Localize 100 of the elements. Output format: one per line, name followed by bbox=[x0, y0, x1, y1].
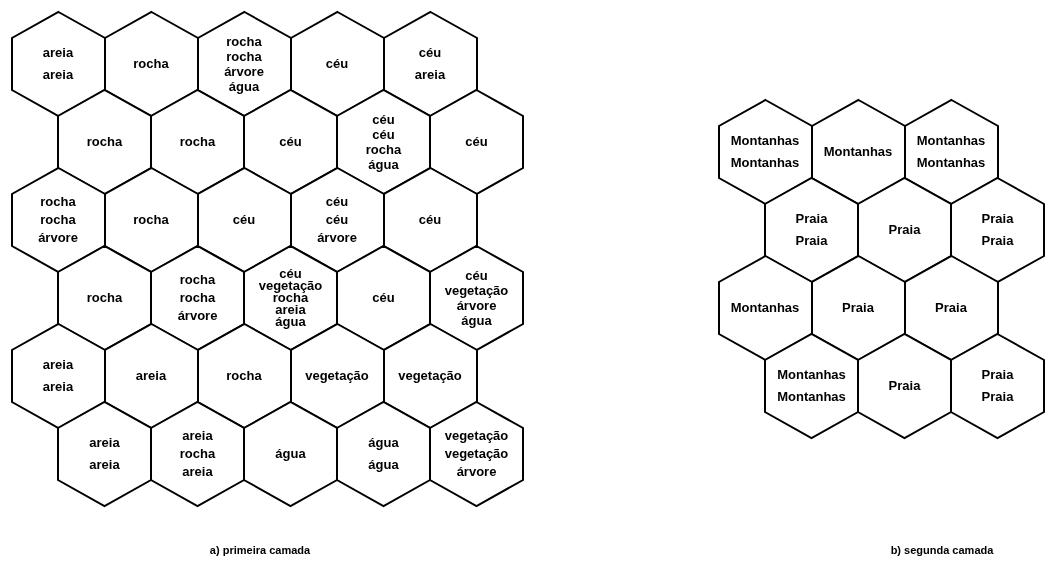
cell-text: rocha bbox=[179, 445, 216, 463]
caption-text: b) segunda camada bbox=[890, 544, 994, 556]
cell-text: Praia bbox=[795, 232, 828, 250]
cell-text: água bbox=[368, 456, 399, 474]
hexagon-cell bbox=[151, 402, 244, 506]
cell-text: Montanhas bbox=[730, 154, 800, 172]
cell-text: água bbox=[461, 313, 492, 328]
cell-text: areia bbox=[42, 356, 74, 374]
hexagon-cell bbox=[904, 256, 998, 360]
cell-text: vegetação bbox=[444, 427, 509, 445]
cell-text: céu bbox=[418, 211, 442, 229]
cell-text: areia bbox=[414, 66, 446, 84]
cell-text: areia bbox=[182, 463, 213, 481]
hexagon-cell bbox=[11, 12, 105, 116]
cell-text: rocha bbox=[226, 49, 262, 64]
cell-text: vegetação bbox=[444, 445, 509, 463]
hexagon-cell bbox=[858, 178, 951, 282]
cell-text: céu bbox=[232, 211, 256, 229]
hexagon-cell bbox=[951, 178, 1044, 282]
cell-text: Praia bbox=[981, 366, 1014, 384]
cell-text: água bbox=[228, 79, 260, 94]
cell-text: rocha bbox=[272, 292, 309, 304]
cell-text: céu bbox=[325, 211, 349, 229]
hexagon-cell bbox=[104, 168, 198, 272]
cell-text: árvore bbox=[456, 463, 497, 481]
cell-text: rocha bbox=[40, 193, 76, 211]
cell-text: céu bbox=[279, 268, 302, 280]
cell-text: rocha bbox=[365, 142, 402, 157]
cell-text: Montanhas bbox=[777, 366, 846, 384]
cell-text: Praia bbox=[888, 221, 921, 239]
hexagon-cell bbox=[430, 90, 523, 194]
cell-text: água bbox=[275, 316, 306, 328]
cell-text: céu bbox=[465, 133, 488, 151]
cell-text: rocha bbox=[179, 289, 216, 307]
cell-text: Montanhas bbox=[777, 388, 846, 406]
cell-text: areia bbox=[275, 304, 306, 316]
cell-text: céu bbox=[325, 193, 349, 211]
hexagon-cell bbox=[290, 12, 384, 116]
cell-text: rocha bbox=[226, 34, 262, 49]
cell-text: água bbox=[368, 434, 399, 452]
hexagon-cell bbox=[337, 402, 430, 506]
hexagon-cell bbox=[811, 256, 905, 360]
cell-text: céu bbox=[325, 55, 349, 73]
cell-text: vegetação bbox=[305, 367, 369, 385]
cell-text: rocha bbox=[179, 133, 216, 151]
hexagon-cell bbox=[11, 324, 105, 428]
cell-text: céu bbox=[372, 127, 395, 142]
cell-text: Montanhas bbox=[823, 143, 893, 161]
caption-text: a) primeira camada bbox=[209, 544, 311, 556]
cell-text: árvore bbox=[177, 307, 218, 325]
cell-text: vegetação bbox=[398, 367, 462, 385]
hexagon-cell bbox=[104, 12, 198, 116]
cell-text: céu bbox=[279, 133, 302, 151]
cell-text: vegetação bbox=[444, 283, 509, 298]
cell-text: rocha bbox=[179, 271, 216, 289]
hexagon-cell bbox=[765, 178, 858, 282]
cell-text: Montanhas bbox=[916, 132, 986, 150]
cell-text: Praia bbox=[981, 210, 1014, 228]
cell-text: Montanhas bbox=[730, 132, 800, 150]
hexagon-cell bbox=[58, 90, 151, 194]
hexagon-cell bbox=[58, 246, 151, 350]
cell-text: Praia bbox=[981, 388, 1014, 406]
cell-text: árvore bbox=[224, 64, 264, 79]
cell-text: areia bbox=[89, 456, 120, 474]
hexagon-cell bbox=[337, 246, 430, 350]
cell-text: areia bbox=[182, 427, 213, 445]
cell-text: rocha bbox=[40, 211, 76, 229]
hexagon-cell bbox=[858, 334, 951, 438]
cell-text: areia bbox=[42, 378, 74, 396]
hexagon-cell bbox=[383, 12, 477, 116]
cell-text: areia bbox=[42, 66, 74, 84]
hexagon-cell bbox=[104, 324, 198, 428]
cell-text: árvore bbox=[38, 229, 78, 247]
cell-text: árvore bbox=[456, 298, 497, 313]
hexagon-cell bbox=[244, 402, 337, 506]
cell-text: Praia bbox=[795, 210, 828, 228]
hexagon-cell bbox=[765, 334, 858, 438]
cell-text: Praia bbox=[935, 299, 967, 317]
cell-text: céu bbox=[418, 44, 442, 62]
cell-text: rocha bbox=[133, 55, 169, 73]
cell-text: rocha bbox=[133, 211, 169, 229]
cell-text: Praia bbox=[842, 299, 874, 317]
cell-text: rocha bbox=[86, 133, 123, 151]
cell-text: areia bbox=[42, 44, 74, 62]
cell-text: Praia bbox=[981, 232, 1014, 250]
cell-text: rocha bbox=[226, 367, 262, 385]
cell-text: vegetação bbox=[258, 280, 323, 292]
cell-text: Montanhas bbox=[916, 154, 986, 172]
cell-text: areia bbox=[135, 367, 167, 385]
cell-text: Montanhas bbox=[730, 299, 800, 317]
cell-text: rocha bbox=[86, 289, 123, 307]
cell-text: árvore bbox=[317, 229, 357, 247]
cell-text: areia bbox=[89, 434, 120, 452]
hexagon-cell bbox=[811, 100, 905, 204]
cell-text: céu bbox=[465, 268, 488, 283]
hexagon-cell bbox=[430, 402, 523, 506]
cell-text: céu bbox=[372, 289, 395, 307]
hexagon-cell bbox=[951, 334, 1044, 438]
cell-text: céu bbox=[372, 112, 395, 127]
cell-text: água bbox=[275, 445, 306, 463]
